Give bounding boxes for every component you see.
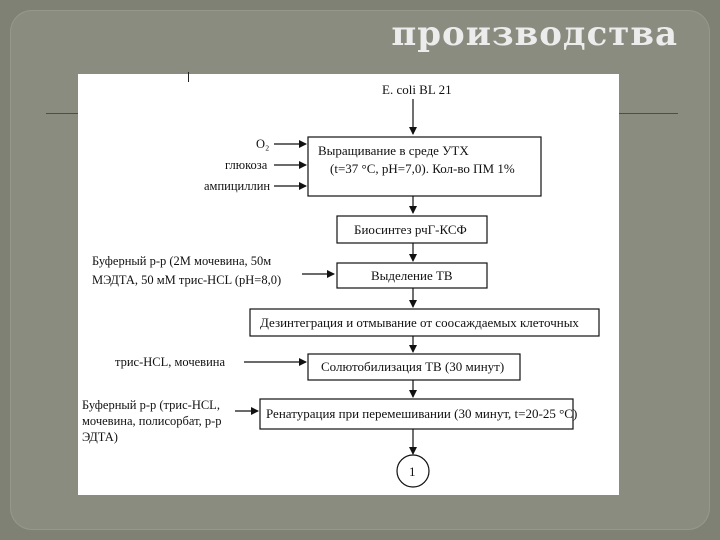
step-box-biosynthesis — [336, 215, 488, 244]
step-texts: Выращивание в среде УТХ (t=37 °C, pH=7,0… — [260, 143, 579, 421]
input-label-o2: O₂ — [256, 137, 269, 151]
step-text-solubilization: Солютобилизация ТВ (30 минут) — [321, 359, 504, 374]
step-box-solubilization — [307, 353, 521, 381]
step-text-biosynthesis: Биосинтез рчГ-КСФ — [354, 222, 467, 237]
step-text-cultivation-1: Выращивание в среде УТХ — [318, 143, 469, 158]
source-label: E. coli BL 21 — [382, 82, 452, 97]
input-label-buffer-2-line1: Буферный р-р (трис-HCL, — [82, 398, 220, 412]
input-label-buffer-1-line2: МЭДТА, 50 мМ трис-HCL (pH=8,0) — [92, 273, 281, 287]
step-text-isolation: Выделение ТВ — [371, 268, 453, 283]
step-box-isolation — [336, 262, 488, 289]
input-label-buffer-2-line2: мочевина, полисорбат, р-р — [82, 414, 222, 428]
input-label-tris: трис-HCL, мочевина — [115, 355, 225, 369]
connector-label: 1 — [409, 464, 416, 479]
step-text-disintegration: Дезинтеграция и отмывание от соосаждаемы… — [260, 315, 579, 330]
input-label-buffer-2-line3: ЭДТА) — [82, 430, 118, 444]
input-label-ampicillin: ампициллин — [204, 179, 270, 193]
step-boxes — [249, 136, 600, 430]
input-label-glucose: глюкоза — [225, 158, 268, 172]
input-arrows — [235, 140, 335, 415]
divider-tick — [188, 72, 189, 82]
slide-title: производства — [391, 14, 678, 54]
step-text-renaturation: Ренатурация при перемешивании (30 минут,… — [266, 406, 577, 421]
step-text-cultivation-2: (t=37 °C, pH=7,0). Кол-во ПМ 1% — [330, 161, 515, 176]
step-box-disintegration — [249, 308, 600, 337]
input-label-buffer-1-line1: Буферный р-р (2М мочевина, 50м — [92, 254, 271, 268]
step-box-renaturation — [259, 398, 574, 430]
input-labels: O₂ глюкоза ампициллин Буферный р-р (2М м… — [82, 137, 281, 444]
step-box-cultivation — [307, 136, 542, 197]
connector-circle — [396, 454, 430, 488]
